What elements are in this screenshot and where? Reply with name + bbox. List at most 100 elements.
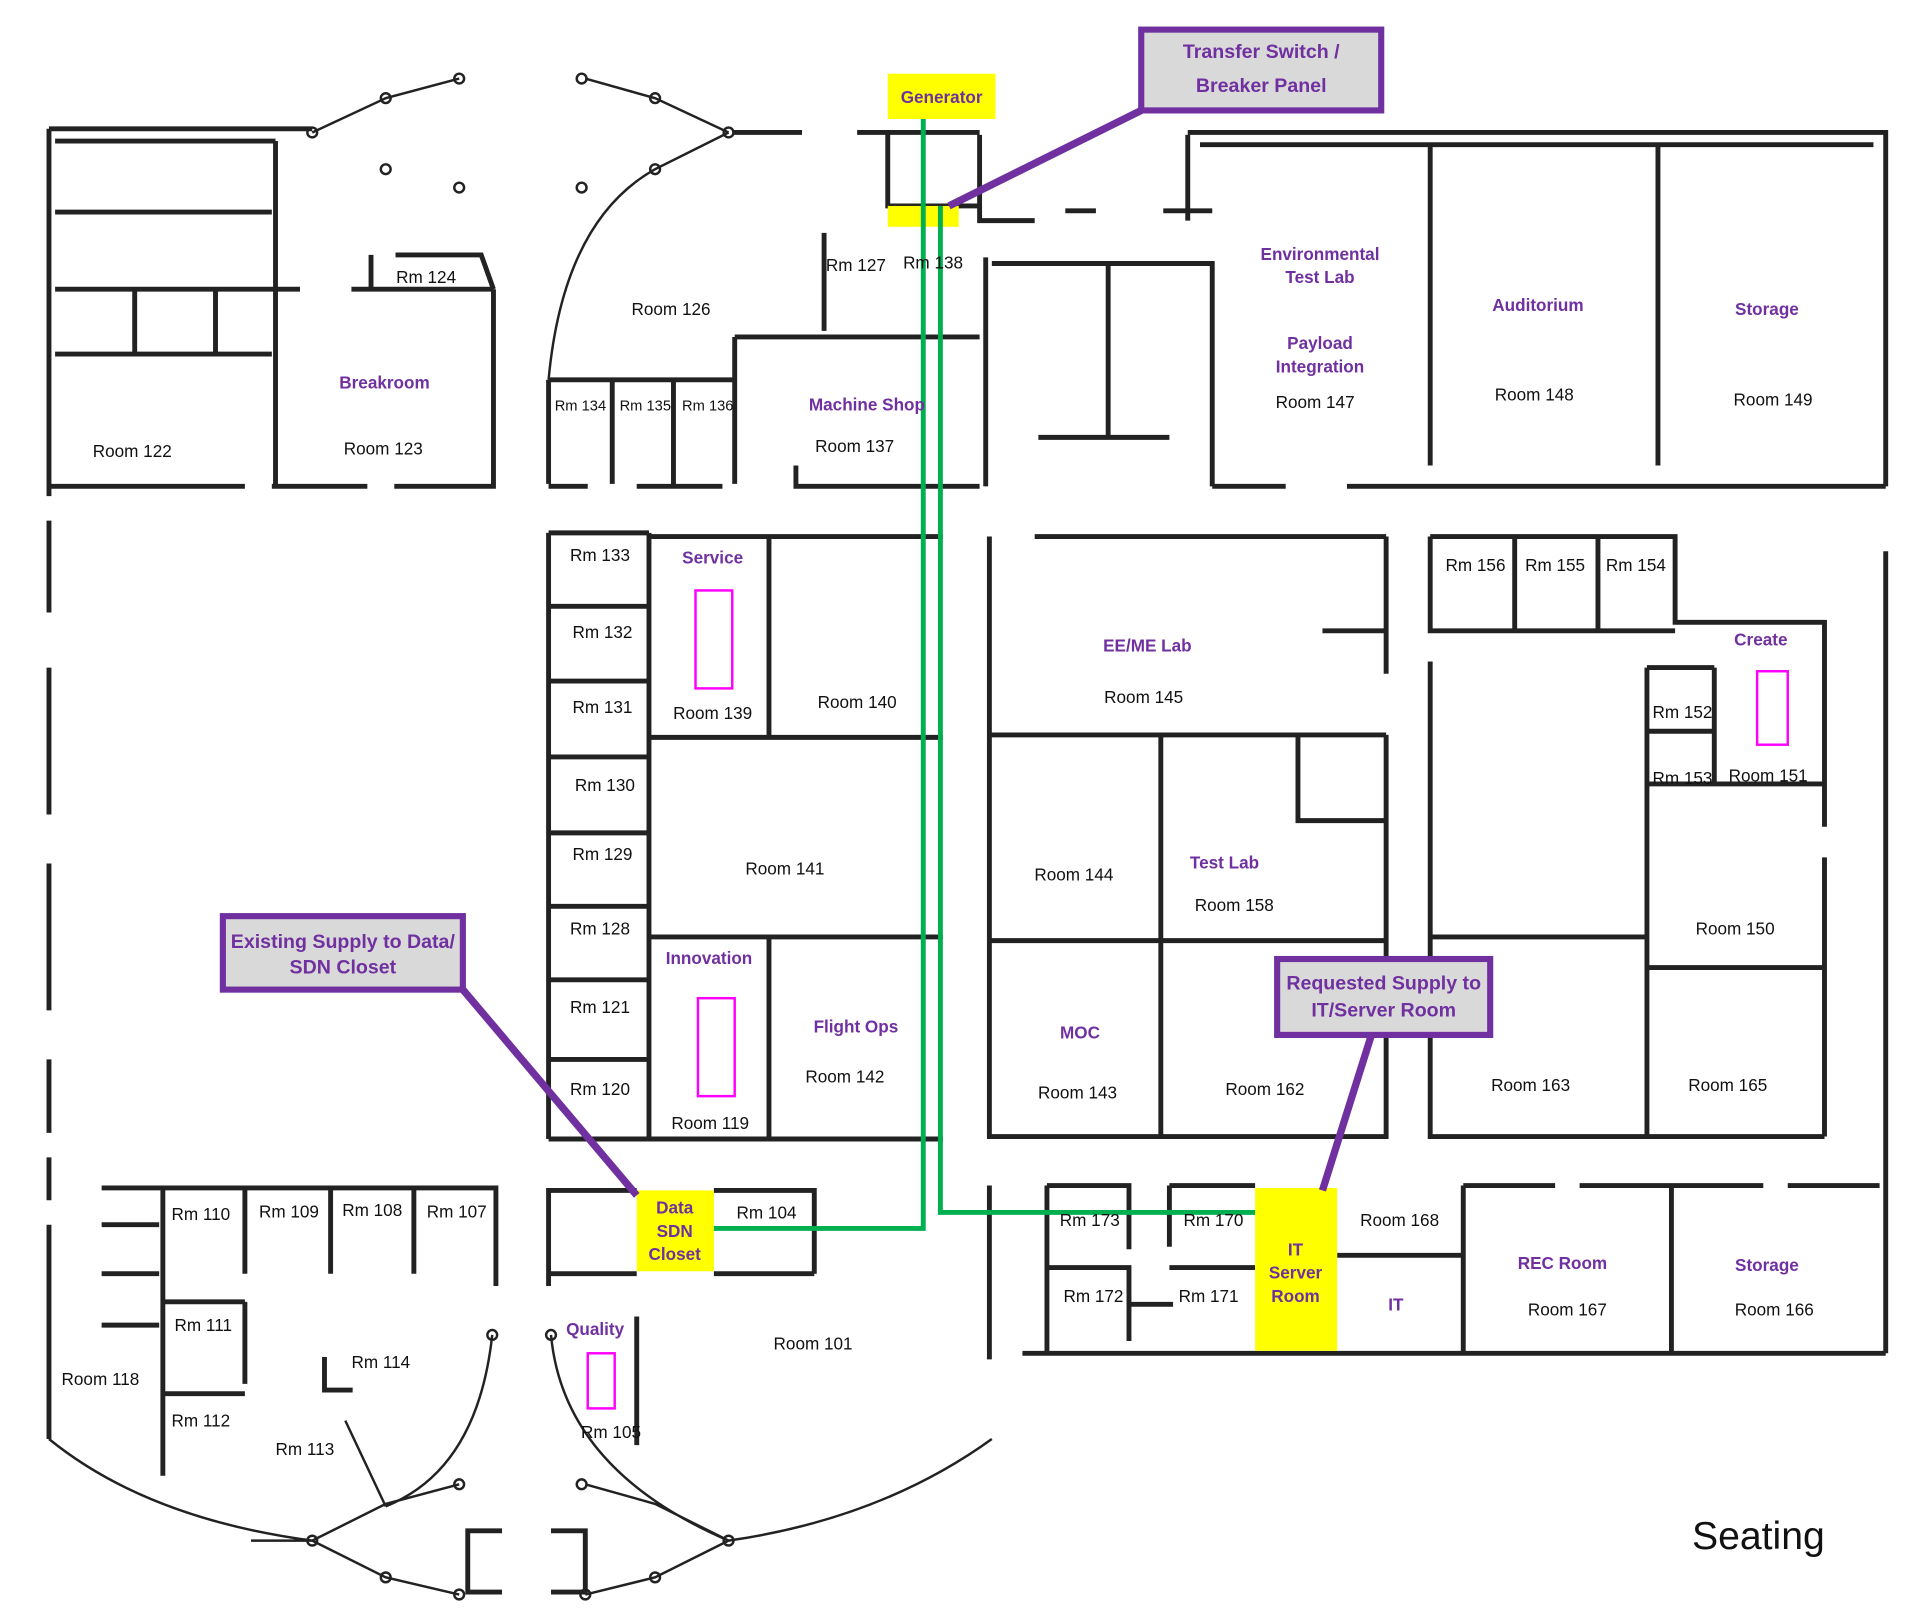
callout-text: Requested Supply to <box>1286 973 1481 995</box>
room-label: Room 147 <box>1276 392 1355 412</box>
space-labels: Breakroom Machine Shop Environmental Tes… <box>339 244 1799 1339</box>
room-label: Room 168 <box>1360 1210 1439 1230</box>
space-label: Storage <box>1735 299 1799 319</box>
callout-text: Transfer Switch / <box>1183 41 1340 63</box>
room-label: Room 101 <box>774 1334 853 1354</box>
room-label: Rm 110 <box>171 1204 230 1224</box>
room-label: Rm 111 <box>175 1315 232 1335</box>
room-label: Rm 152 <box>1652 702 1712 722</box>
room-label: Room 148 <box>1495 385 1574 405</box>
room-label: Rm 114 <box>351 1352 410 1372</box>
generator-box <box>887 73 996 119</box>
room-label: Rm 133 <box>570 545 630 565</box>
room-label: Rm 112 <box>171 1411 230 1431</box>
space-label: MOC <box>1060 1023 1100 1043</box>
room-label: Rm 153 <box>1652 768 1712 788</box>
room-label: Rm 127 <box>826 255 886 275</box>
space-label: Payload <box>1287 333 1353 353</box>
data-closet-label: Closet <box>649 1244 702 1264</box>
room-label: Room 149 <box>1734 390 1813 410</box>
callout-text: Existing Supply to Data/ <box>231 931 456 953</box>
callout-text: IT/Server Room <box>1311 1000 1456 1022</box>
space-label: Innovation <box>666 948 753 968</box>
space-label: Environmental <box>1261 244 1380 264</box>
room-label: Rm 154 <box>1606 555 1666 575</box>
space-label: EE/ME Lab <box>1103 636 1192 656</box>
room-label: Room 123 <box>344 439 423 459</box>
space-label: Storage <box>1735 1255 1799 1275</box>
room-label: Room 163 <box>1491 1075 1570 1095</box>
highlights: Generator Data SDN Closet IT Server Room <box>636 73 1338 1351</box>
room-label: Room 137 <box>815 436 894 456</box>
space-label: Service <box>682 547 743 567</box>
room-label: Rm 171 <box>1179 1286 1239 1306</box>
room-label: Room 139 <box>673 703 752 723</box>
room-label: Rm 105 <box>581 1422 641 1442</box>
room-label: Rm 155 <box>1525 555 1585 575</box>
room-label: Rm 121 <box>570 997 630 1017</box>
room-label: Rm 156 <box>1446 555 1506 575</box>
conference-tables <box>586 589 1789 1410</box>
room-label: Rm 130 <box>575 775 635 795</box>
space-label: Create <box>1734 630 1787 650</box>
it-server-label: Room <box>1271 1286 1320 1306</box>
room-label: Rm 136 <box>682 398 733 414</box>
room-label: Rm 120 <box>570 1079 630 1099</box>
room-label: Rm 124 <box>396 267 456 287</box>
room-label: Rm 173 <box>1060 1210 1120 1230</box>
room-label: Rm 170 <box>1183 1210 1243 1230</box>
existing-supply-line <box>713 118 926 1231</box>
callout-text: SDN Closet <box>290 957 397 979</box>
room-label: Room 166 <box>1735 1299 1814 1319</box>
generator-label: Generator <box>901 87 983 107</box>
requested-supply-line <box>937 205 1256 1215</box>
space-label: Machine Shop <box>809 394 925 414</box>
space-label: Test Lab <box>1285 267 1354 287</box>
data-closet-label: Data <box>656 1198 694 1218</box>
room-label: Room 141 <box>745 859 824 879</box>
space-label: Integration <box>1276 356 1364 376</box>
room-label: Rm 113 <box>276 1439 335 1459</box>
room-label: Room 126 <box>632 299 711 319</box>
room-label: Rm 107 <box>427 1201 487 1221</box>
room-label: Room 158 <box>1195 895 1274 915</box>
walls <box>46 72 1889 1601</box>
room-label: Room 167 <box>1528 1299 1607 1319</box>
callout-text: Breaker Panel <box>1196 75 1327 97</box>
it-server-box <box>1255 1187 1338 1351</box>
space-label: Quality <box>566 1319 625 1339</box>
room-label: Rm 134 <box>555 398 606 414</box>
room-label: Rm 109 <box>259 1201 319 1221</box>
it-server-label: IT <box>1288 1239 1304 1259</box>
room-label: Room 144 <box>1034 865 1113 885</box>
existing-supply-callout <box>219 913 466 993</box>
space-label: Flight Ops <box>814 1016 899 1036</box>
room-label: Room 140 <box>818 692 897 712</box>
room-label: Rm 138 <box>903 252 963 272</box>
room-label: Rm 104 <box>737 1203 797 1223</box>
room-label: Rm 172 <box>1063 1286 1123 1306</box>
room-label: Room 122 <box>93 441 172 461</box>
room-label: Room 119 <box>671 1113 749 1133</box>
power-lines <box>713 118 1256 1231</box>
room-label: Room 143 <box>1038 1083 1117 1103</box>
room-label: Rm 128 <box>570 919 630 939</box>
room-label: Room 118 <box>62 1369 140 1389</box>
table-create <box>1755 670 1789 746</box>
it-server-label: Server <box>1269 1263 1323 1283</box>
space-label: Auditorium <box>1492 295 1583 315</box>
data-closet-label: SDN <box>657 1221 693 1241</box>
callout-leader <box>460 107 1375 1198</box>
room-label: Room 145 <box>1104 687 1183 707</box>
room-label: Rm 132 <box>572 622 632 642</box>
transfer-switch-callout <box>1138 26 1385 114</box>
room-label: Room 151 <box>1729 765 1808 785</box>
table-quality <box>586 1352 616 1410</box>
room-labels: Room 122 Room 123 Rm 124 Room 126 Rm 127… <box>62 252 1814 1459</box>
room-label: Rm 135 <box>620 398 671 414</box>
room-label: Rm 129 <box>572 844 632 864</box>
space-label: REC Room <box>1518 1253 1607 1273</box>
room-label: Room 150 <box>1696 919 1775 939</box>
space-label: IT <box>1388 1294 1404 1314</box>
room-label: Room 165 <box>1688 1075 1767 1095</box>
